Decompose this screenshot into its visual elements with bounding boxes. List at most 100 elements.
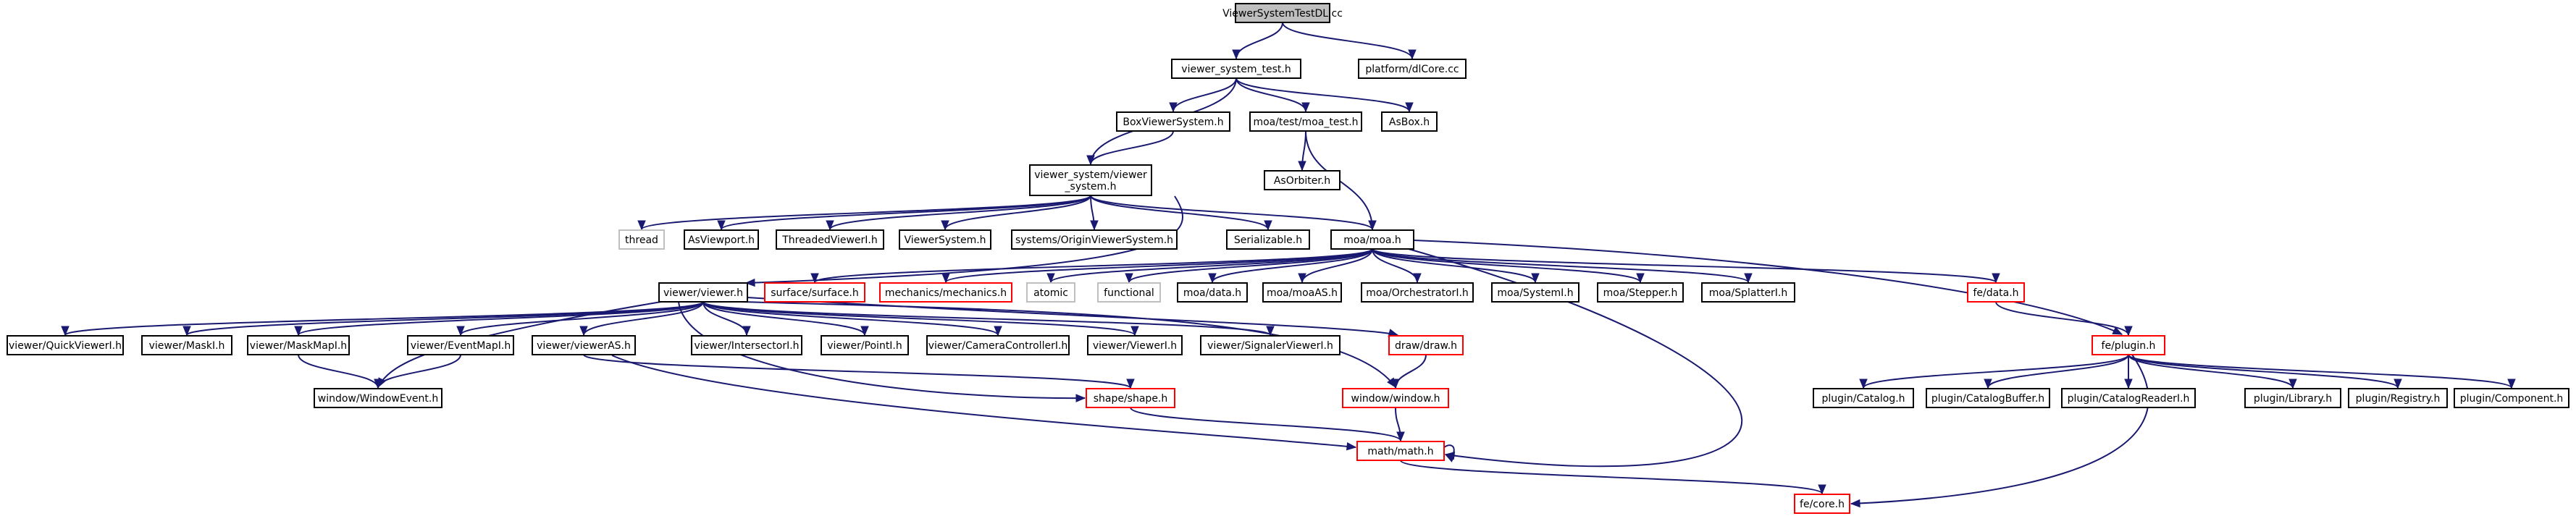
node-box[interactable]: [2061, 388, 2196, 408]
node-thread[interactable]: thread: [618, 229, 665, 250]
node-component[interactable]: plugin/Component.h: [2454, 388, 2569, 408]
node-box[interactable]: [926, 335, 1070, 355]
node-threadedviewer[interactable]: ThreadedViewerI.h: [776, 229, 884, 250]
node-moadata[interactable]: moa/data.h: [1177, 282, 1248, 303]
node-box[interactable]: [1388, 335, 1464, 355]
node-box[interactable]: [2348, 388, 2448, 408]
node-surface[interactable]: surface/surface.h: [764, 282, 865, 303]
node-camctrl[interactable]: viewer/CameraControllerI.h: [926, 335, 1070, 355]
node-moamoaas[interactable]: moa/moaAS.h: [1262, 282, 1342, 303]
node-asorbiter[interactable]: AsOrbiter.h: [1264, 170, 1341, 190]
node-box[interactable]: [314, 388, 442, 408]
node-signaler[interactable]: viewer/SignalerViewerI.h: [1200, 335, 1341, 355]
node-box[interactable]: [1262, 282, 1342, 303]
node-quickviewer[interactable]: viewer/QuickViewerI.h: [7, 335, 124, 355]
node-box[interactable]: [1171, 59, 1301, 79]
node-window[interactable]: window/window.h: [1342, 388, 1449, 408]
node-box[interactable]: [658, 282, 748, 303]
node-box[interactable]: [1264, 170, 1341, 190]
node-bvs[interactable]: BoxViewerSystem.h: [1116, 111, 1230, 132]
node-pointi[interactable]: viewer/PointI.h: [821, 335, 909, 355]
node-maskmapi[interactable]: viewer/MaskMapI.h: [247, 335, 350, 355]
node-box[interactable]: [1087, 335, 1183, 355]
node-box[interactable]: [141, 335, 232, 355]
node-box[interactable]: [1597, 282, 1684, 303]
node-box[interactable]: [1330, 229, 1414, 250]
node-functional[interactable]: functional: [1097, 282, 1161, 303]
node-box[interactable]: [2092, 335, 2165, 355]
node-maski[interactable]: viewer/MaskI.h: [141, 335, 232, 355]
node-moasystem[interactable]: moa/SystemI.h: [1491, 282, 1579, 303]
node-asbox[interactable]: AsBox.h: [1381, 111, 1438, 132]
node-box[interactable]: [532, 335, 636, 355]
node-box[interactable]: [899, 229, 991, 250]
node-math[interactable]: math/math.h: [1356, 441, 1445, 461]
node-box[interactable]: [1358, 59, 1467, 79]
node-vst[interactable]: viewer_system_test.h: [1171, 59, 1301, 79]
node-dlcore[interactable]: platform/dlCore.cc: [1358, 59, 1467, 79]
node-vsv[interactable]: viewer_system/viewer_system.h: [1029, 164, 1152, 196]
node-catbuffer[interactable]: plugin/CatalogBuffer.h: [1926, 388, 2050, 408]
node-atomic[interactable]: atomic: [1026, 282, 1075, 303]
node-mechanics[interactable]: mechanics/mechanics.h: [879, 282, 1012, 303]
node-box[interactable]: [2244, 388, 2341, 408]
node-root[interactable]: ViewerSystemTestDL.cc: [1222, 3, 1343, 23]
node-box[interactable]: [821, 335, 909, 355]
node-moastepper[interactable]: moa/Stepper.h: [1597, 282, 1684, 303]
node-box[interactable]: [776, 229, 884, 250]
node-viewer[interactable]: viewer/viewer.h: [658, 282, 748, 303]
node-box[interactable]: [1116, 111, 1230, 132]
node-box[interactable]: [1356, 441, 1445, 461]
node-viewersystem[interactable]: ViewerSystem.h: [899, 229, 991, 250]
node-feplugin[interactable]: fe/plugin.h: [2092, 335, 2165, 355]
node-box[interactable]: [1381, 111, 1438, 132]
node-box[interactable]: [1342, 388, 1449, 408]
node-box[interactable]: [1097, 282, 1161, 303]
node-box[interactable]: [1967, 282, 2025, 303]
node-asviewport[interactable]: AsViewport.h: [684, 229, 759, 250]
node-windowevent[interactable]: window/WindowEvent.h: [314, 388, 442, 408]
node-fedata[interactable]: fe/data.h: [1967, 282, 2025, 303]
node-eventmapi[interactable]: viewer/EventMapI.h: [407, 335, 514, 355]
node-fecore[interactable]: fe/core.h: [1794, 494, 1850, 514]
node-moa[interactable]: moa/moa.h: [1330, 229, 1414, 250]
node-vieweras[interactable]: viewer/viewerAS.h: [532, 335, 636, 355]
node-box[interactable]: [1235, 3, 1330, 23]
node-draw[interactable]: draw/draw.h: [1388, 335, 1464, 355]
node-box[interactable]: [1491, 282, 1579, 303]
node-box[interactable]: [407, 335, 514, 355]
node-moatest[interactable]: moa/test/moa_test.h: [1249, 111, 1362, 132]
node-catalog[interactable]: plugin/Catalog.h: [1813, 388, 1914, 408]
node-box[interactable]: [1926, 388, 2050, 408]
node-catreader[interactable]: plugin/CatalogReaderI.h: [2061, 388, 2196, 408]
node-serializable[interactable]: Serializable.h: [1226, 229, 1310, 250]
node-moasplatter[interactable]: moa/SplatterI.h: [1701, 282, 1795, 303]
node-box[interactable]: [247, 335, 350, 355]
node-intersector[interactable]: viewer/IntersectorI.h: [691, 335, 802, 355]
node-box[interactable]: [7, 335, 124, 355]
node-box[interactable]: [1794, 494, 1850, 514]
node-box[interactable]: [1361, 282, 1474, 303]
node-box[interactable]: [1026, 282, 1075, 303]
node-box[interactable]: [1029, 164, 1152, 196]
node-box[interactable]: [1200, 335, 1341, 355]
node-box[interactable]: [618, 229, 665, 250]
node-library[interactable]: plugin/Library.h: [2244, 388, 2341, 408]
node-box[interactable]: [684, 229, 759, 250]
node-box[interactable]: [1086, 388, 1175, 408]
node-box[interactable]: [879, 282, 1012, 303]
node-originvs[interactable]: systems/OriginViewerSystem.h: [1011, 229, 1178, 250]
node-box[interactable]: [1701, 282, 1795, 303]
node-registry[interactable]: plugin/Registry.h: [2348, 388, 2448, 408]
node-box[interactable]: [691, 335, 802, 355]
node-box[interactable]: [764, 282, 865, 303]
node-box[interactable]: [2454, 388, 2569, 408]
node-box[interactable]: [1813, 388, 1914, 408]
node-shape[interactable]: shape/shape.h: [1086, 388, 1175, 408]
node-box[interactable]: [1249, 111, 1362, 132]
node-box[interactable]: [1011, 229, 1178, 250]
node-box[interactable]: [1177, 282, 1248, 303]
node-vieweri[interactable]: viewer/ViewerI.h: [1087, 335, 1183, 355]
node-box[interactable]: [1226, 229, 1310, 250]
node-moaorch[interactable]: moa/OrchestratorI.h: [1361, 282, 1474, 303]
